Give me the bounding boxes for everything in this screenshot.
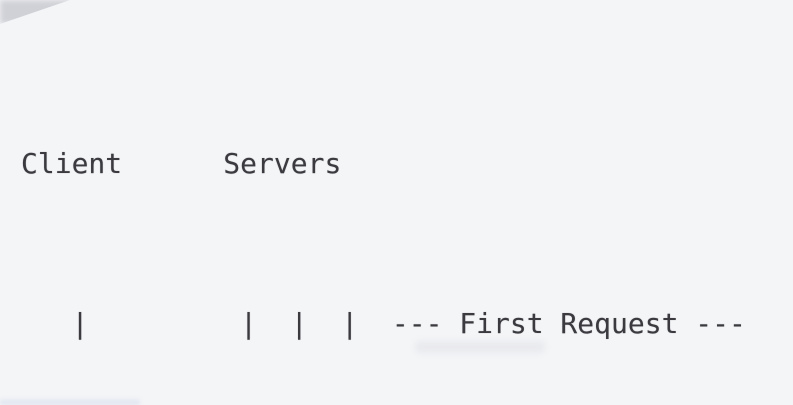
top-left-corner-artifact [0, 0, 70, 24]
client-column-label: Client [21, 147, 123, 180]
faint-smudge-artifact [415, 341, 545, 353]
servers-column-label: Servers [223, 147, 342, 180]
paxos-ascii-diagram: Client Servers | | | | --- First Request -… [21, 24, 746, 405]
lifelines-art: | | | | [21, 307, 359, 340]
section-title-label: --- First Request --- [391, 307, 746, 340]
column-headers-row: Client Servers [21, 144, 746, 184]
bottom-edge-artifact [0, 399, 140, 405]
sequence-row-section-header: | | | | --- First Request --- [21, 304, 746, 344]
